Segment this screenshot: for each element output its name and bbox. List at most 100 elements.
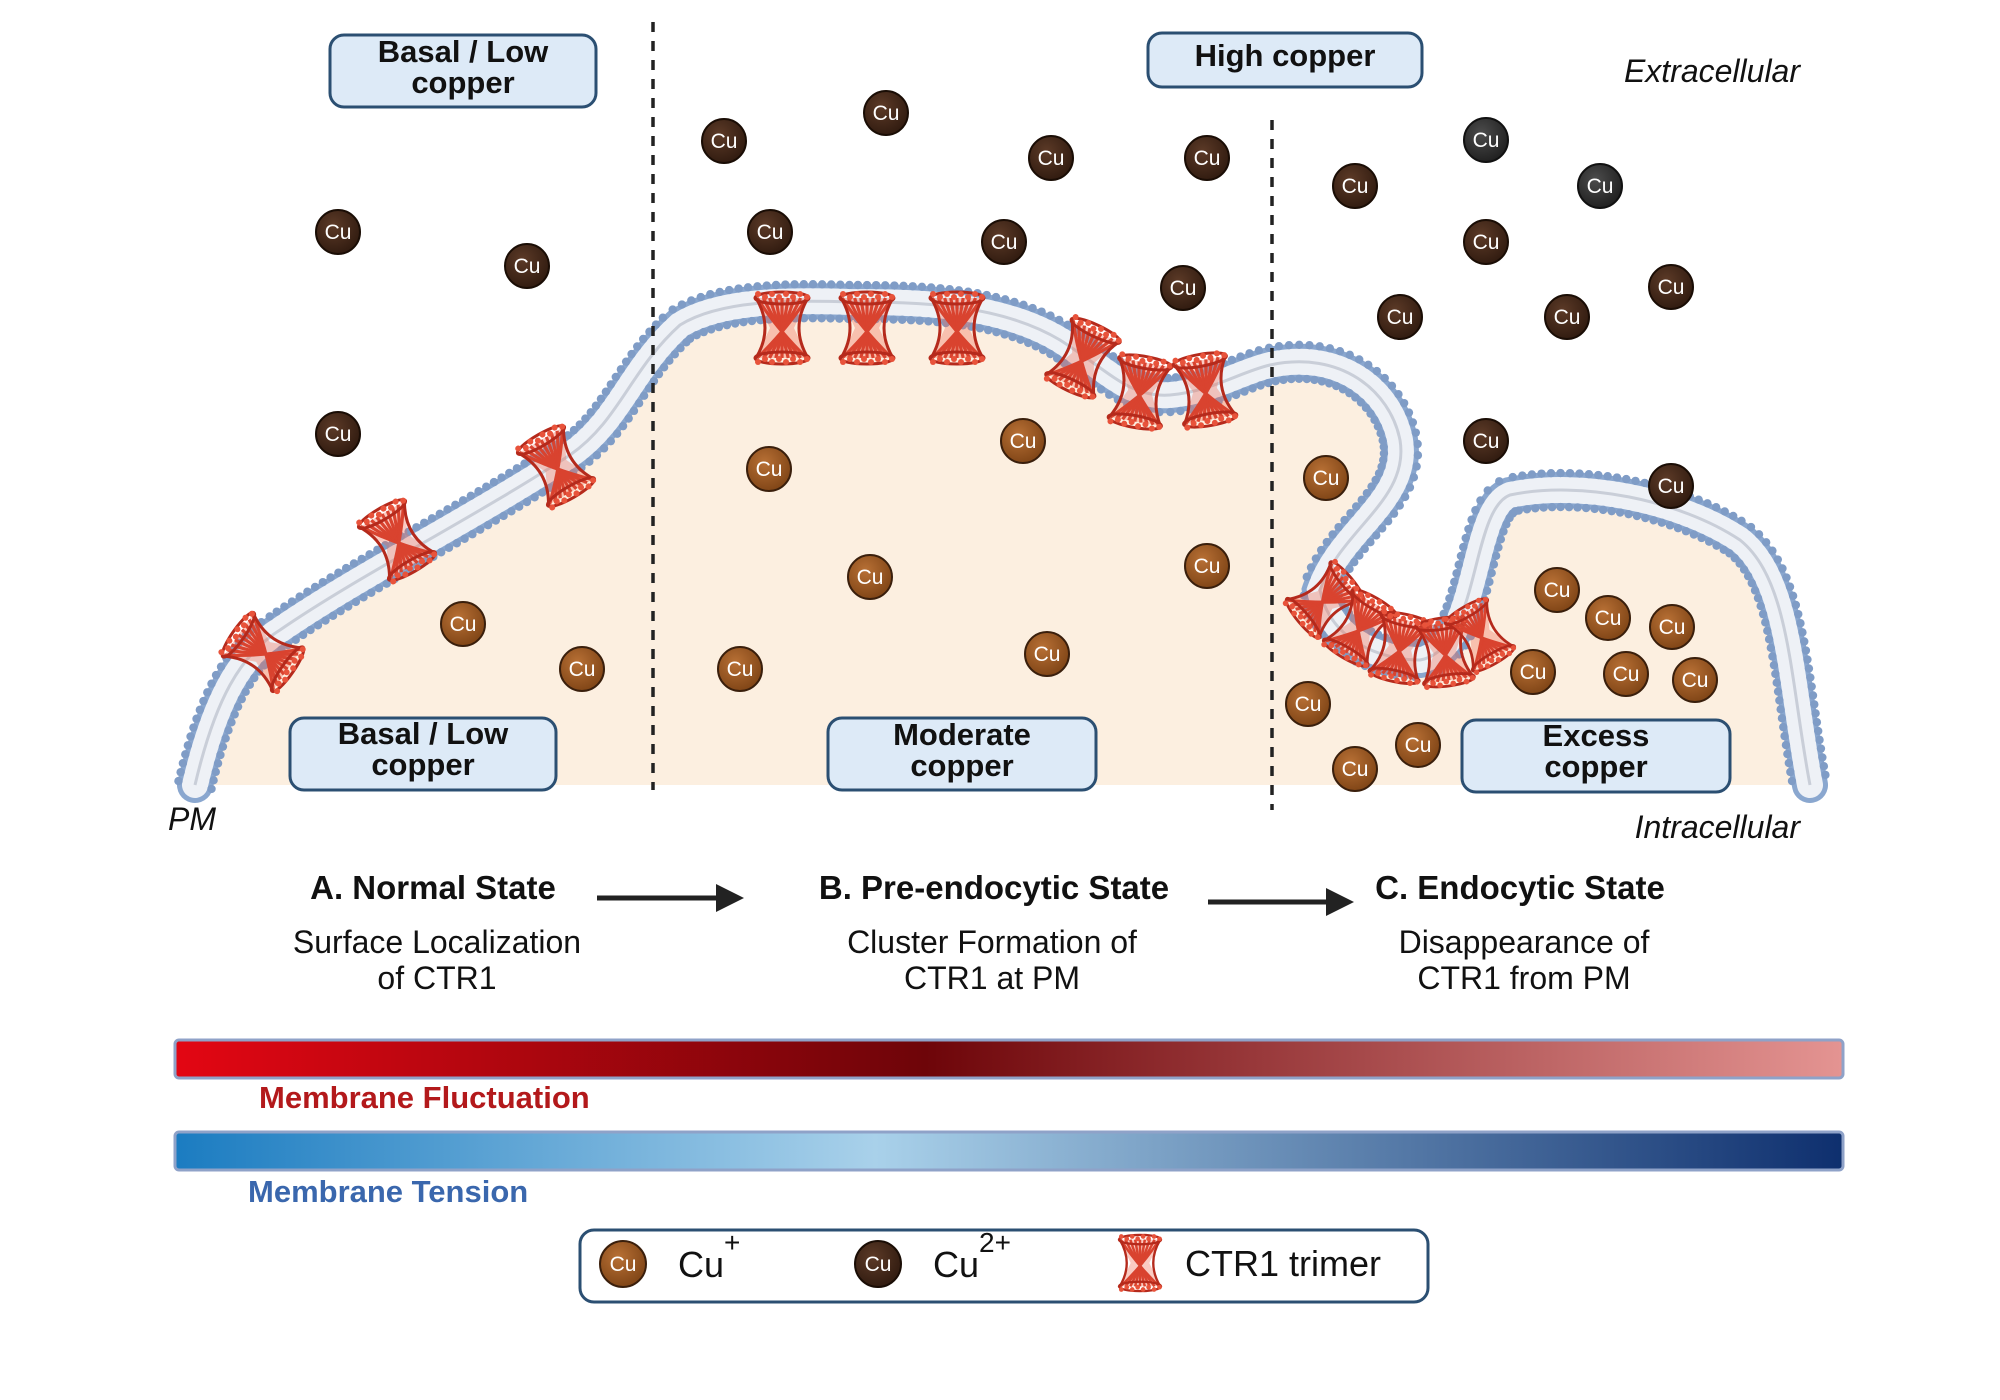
svg-text:Cu: Cu [1658, 475, 1685, 498]
ctr1-trimer [838, 290, 896, 366]
ctr1-trimer [356, 497, 438, 585]
ctr1-trimer [1443, 596, 1517, 676]
state-c-title: C. Endocytic State [1375, 869, 1665, 906]
membrane-tension-bar [173, 1130, 1845, 1172]
arrow-a-to-b [597, 884, 744, 912]
ctr1-trimers [218, 290, 1517, 695]
svg-text:Cu: Cu [1682, 669, 1709, 692]
cu-2plus-ion: Cu [747, 209, 793, 255]
svg-text:Basal / Low: Basal / Low [338, 716, 509, 751]
legend-cu-2plus-label: Cu [933, 1244, 979, 1285]
arrow-b-to-c [1208, 888, 1354, 916]
membrane-fluctuation-label: Membrane Fluctuation [259, 1080, 590, 1115]
cu-2plus-ion: Cu [1463, 418, 1509, 464]
svg-text:Cu: Cu [711, 130, 738, 153]
ctr1-trimer [1367, 608, 1433, 686]
svg-text:Cu: Cu [1595, 607, 1622, 630]
cu-2plus-ion: Cu [1332, 163, 1378, 209]
state-b-desc-line2: CTR1 at PM [904, 960, 1080, 996]
cu-2plus-ion: Cu [1184, 135, 1230, 181]
svg-text:Cu: Cu [1473, 430, 1500, 453]
svg-text:Cu: Cu [1038, 147, 1065, 170]
cu-plus-ion: Cu [559, 646, 605, 692]
svg-text:Cu: Cu [325, 423, 352, 446]
legend-cu-plus-icon: Cu [599, 1240, 647, 1288]
state-b-desc-line1: Cluster Formation of [847, 924, 1137, 960]
cu-plus-ion: Cu [1000, 418, 1046, 464]
svg-text:Cu: Cu [1473, 231, 1500, 254]
svg-text:High copper: High copper [1195, 38, 1376, 73]
cu-2plus-ion: Cu [1160, 265, 1206, 311]
cu-2plus-ion: Cu [315, 411, 361, 457]
svg-text:copper: copper [1544, 749, 1647, 784]
cu-plus-ion: Cu [1332, 746, 1378, 792]
legend-cu-plus-superscript: + [724, 1227, 740, 1258]
svg-text:Excess: Excess [1543, 718, 1650, 753]
svg-text:Cu: Cu [756, 458, 783, 481]
box-bottom-moderate: Moderate copper [826, 716, 1098, 792]
state-a-title: A. Normal State [310, 869, 556, 906]
state-b-title: B. Pre-endocytic State [819, 869, 1169, 906]
ctr1-trimer [753, 290, 811, 366]
cu-2plus-ion: Cu [1028, 135, 1074, 181]
svg-text:Cu: Cu [325, 221, 352, 244]
ctr1-trimer [515, 423, 597, 511]
cu-2plus-ion: Cu [1544, 294, 1590, 340]
cu-plus-ion: Cu [1603, 651, 1649, 697]
svg-text:Cu: Cu [1520, 661, 1547, 684]
svg-text:Cu: Cu [727, 658, 754, 681]
membrane-fluctuation-bar [173, 1038, 1845, 1080]
svg-text:copper: copper [910, 748, 1013, 783]
svg-text:Cu: Cu [1659, 616, 1686, 639]
legend-cu-plus-label: Cu [678, 1244, 724, 1285]
ctr1-trimer [1171, 350, 1239, 431]
svg-text:Cu: Cu [1010, 430, 1037, 453]
ctr1-trimer [1106, 351, 1174, 432]
box-top-basal: Basal / Low copper [328, 33, 598, 109]
svg-text:Cu: Cu [569, 658, 596, 681]
box-top-high-copper: High copper [1146, 31, 1424, 89]
legend-cu-2plus-icon: Cu [854, 1240, 902, 1288]
state-c-desc-line2: CTR1 from PM [1417, 960, 1630, 996]
cu-plus-ion: Cu [1395, 722, 1441, 768]
cu-2plus-ion: Cu [1577, 163, 1623, 209]
legend-cu-2plus-superscript: 2+ [979, 1227, 1011, 1258]
cu-plus-ion: Cu [1285, 681, 1331, 727]
svg-text:Basal / Low: Basal / Low [378, 34, 549, 69]
svg-text:Cu: Cu [1554, 306, 1581, 329]
svg-text:Cu: Cu [1544, 579, 1571, 602]
cu-plus-ion: Cu [1024, 631, 1070, 677]
cu-2plus-ion: Cu [1463, 117, 1509, 163]
cu-2plus-ion: Cu [1377, 294, 1423, 340]
ctr1-trimer [928, 290, 986, 366]
svg-text:Cu: Cu [1034, 643, 1061, 666]
state-a-desc-line1: Surface Localization [293, 924, 581, 960]
cu-plus-ion: Cu [746, 446, 792, 492]
svg-text:Cu: Cu [1613, 663, 1640, 686]
ctr1-trimer [1321, 585, 1399, 669]
cu-plus-ion: Cu [1534, 567, 1580, 613]
intracellular-label: Intracellular [1635, 809, 1802, 845]
membrane-tension-label: Membrane Tension [248, 1174, 528, 1209]
legend-ctr1-label: CTR1 trimer [1185, 1243, 1381, 1284]
cu-2plus-ion: Cu [863, 90, 909, 136]
svg-text:copper: copper [371, 747, 474, 782]
box-bottom-basal: Basal / Low copper [288, 716, 558, 792]
svg-text:Cu: Cu [1587, 175, 1614, 198]
legend: Cu Cu + Cu Cu 2+ CTR1 trimer [578, 1227, 1430, 1304]
cu-plus-ion: Cu [1510, 649, 1556, 695]
cu-plus-ion: Cu [1303, 455, 1349, 501]
svg-text:Cu: Cu [873, 102, 900, 125]
ctr1-trimer [1117, 1233, 1163, 1293]
extracellular-label: Extracellular [1624, 53, 1801, 89]
ctr1-trimer [218, 610, 306, 695]
svg-text:Cu: Cu [1194, 555, 1221, 578]
svg-text:Cu: Cu [1313, 467, 1340, 490]
svg-text:Moderate: Moderate [893, 717, 1031, 752]
svg-text:Cu: Cu [610, 1253, 637, 1276]
box-bottom-excess: Excess copper [1460, 718, 1732, 794]
svg-text:Cu: Cu [1170, 277, 1197, 300]
cu-plus-ion: Cu [847, 554, 893, 600]
